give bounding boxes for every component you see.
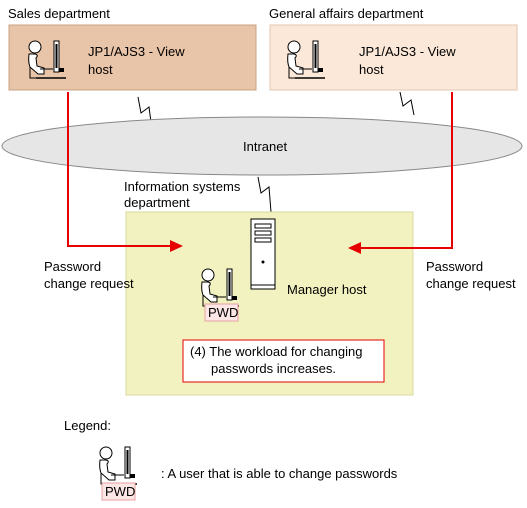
legend-pwd-label: PWD (105, 484, 135, 499)
sales-host-box (8, 24, 257, 91)
legend-user-icon (98, 446, 138, 485)
general-request-arrow (360, 92, 453, 249)
workload-note-line1: (4) The workload for changing (190, 344, 362, 359)
general-host-label-line1: JP1/AJS3 - View (359, 44, 456, 59)
intranet-label: Intranet (243, 139, 287, 154)
arrowhead-right (170, 240, 183, 252)
server-tower-icon (250, 218, 276, 290)
right-request-label-line2: change request (426, 276, 516, 291)
network-link-icon (137, 96, 152, 123)
general-host-label-line2: host (359, 62, 384, 77)
right-request-label-line1: Password (426, 259, 483, 274)
sales-host-label-line1: JP1/AJS3 - View (88, 44, 185, 59)
info-systems-title-line1: Information systems (124, 179, 241, 194)
sales-department-title: Sales department (8, 6, 110, 21)
sales-host-label-line2: host (88, 62, 113, 77)
sales-request-arrow (67, 92, 172, 247)
info-systems-title-line2: department (124, 195, 190, 210)
arrowhead-left (348, 242, 361, 254)
pwd-badge (204, 303, 239, 322)
legend-description: : A user that is able to change password… (161, 466, 398, 481)
legend-title: Legend: (64, 418, 111, 433)
manager-host-label: Manager host (287, 282, 367, 297)
pwd-badge-label: PWD (208, 305, 238, 320)
workload-note-line2: passwords increases. (211, 361, 336, 376)
workload-note-box (182, 339, 385, 383)
intranet-cloud (1, 116, 523, 176)
left-request-label-line1: Password (44, 259, 101, 274)
network-link-icon (257, 176, 272, 213)
left-request-label-line2: change request (44, 276, 134, 291)
general-department-title: General affairs department (269, 6, 424, 21)
network-link-icon (399, 91, 415, 116)
legend-pwd-badge (101, 482, 136, 501)
general-host-box (269, 24, 518, 91)
